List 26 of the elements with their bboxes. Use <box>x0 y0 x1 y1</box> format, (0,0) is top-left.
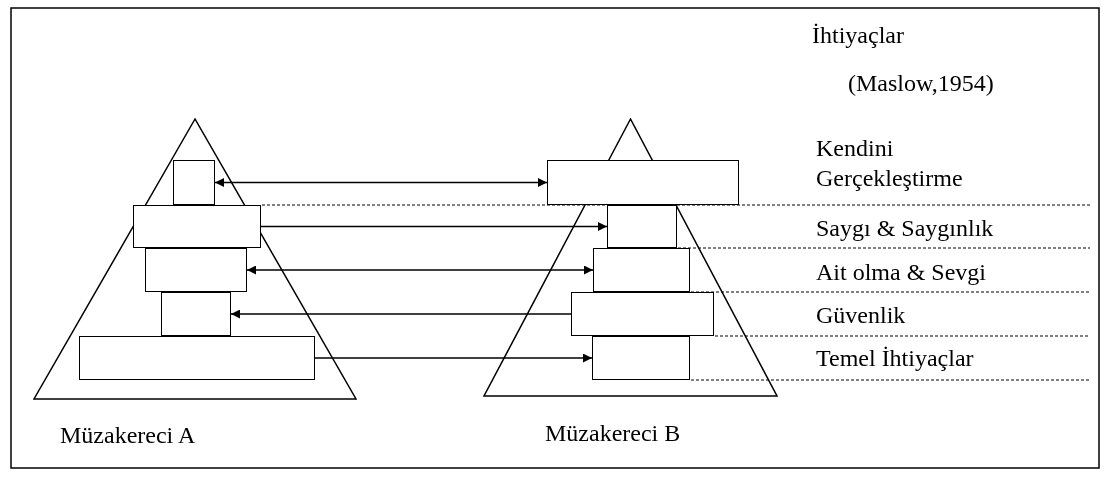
pyramid-triangle <box>33 118 357 400</box>
level-box <box>79 336 315 380</box>
heading-text: (Maslow,1954) <box>848 69 994 98</box>
arrow <box>230 309 572 319</box>
level-box <box>593 248 690 292</box>
level-box <box>607 205 677 248</box>
level-box <box>571 292 714 336</box>
level-box <box>592 336 690 380</box>
level-box <box>145 248 247 292</box>
level-label: Kendini Gerçekleştirme <box>816 134 964 193</box>
heading-text: İhtiyaçlar <box>812 21 904 50</box>
level-label: Ait olma & Sevgi <box>816 258 986 287</box>
level-label: Temel İhtiyaçlar <box>816 344 974 373</box>
level-box <box>133 205 261 248</box>
level-label: Saygı & Saygınlık <box>816 214 994 243</box>
level-label: Güvenlik <box>816 301 906 330</box>
level-box <box>547 160 739 205</box>
arrow <box>260 222 608 231</box>
negotiator-caption: Müzakereci B <box>545 419 681 448</box>
negotiator-caption: Müzakereci A <box>60 421 196 450</box>
arrow <box>314 353 593 363</box>
pyramid-triangle <box>483 118 778 397</box>
level-box <box>173 160 215 205</box>
double-arrow <box>214 178 548 187</box>
level-box <box>161 292 231 336</box>
double-arrow <box>246 265 594 275</box>
